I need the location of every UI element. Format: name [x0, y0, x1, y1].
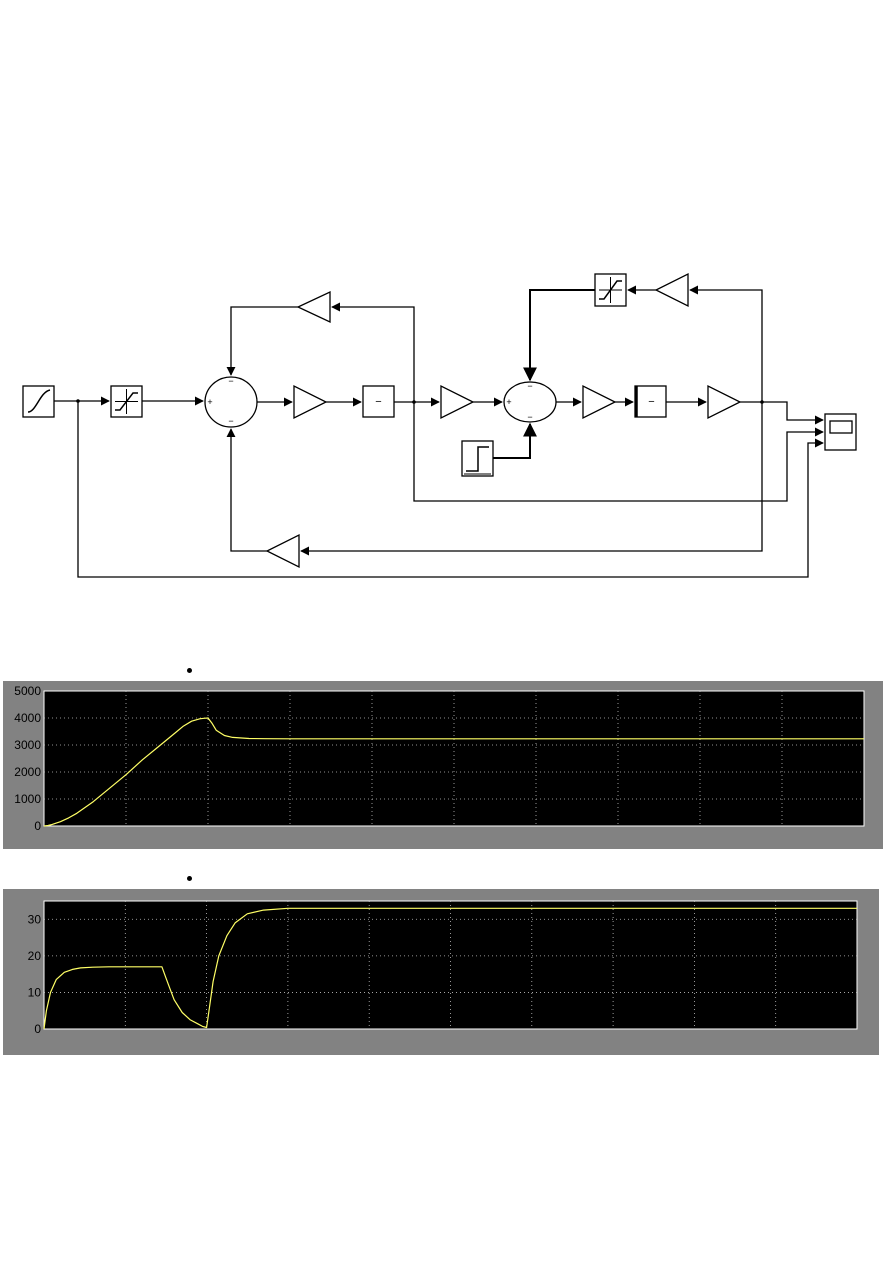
y-tick-label: 20 [28, 949, 42, 963]
y-tick-label: 2000 [14, 765, 41, 779]
y-tick-label: 4000 [14, 711, 41, 725]
integrator-1-label: − [375, 396, 381, 408]
inner-sum-sign-top: − [527, 381, 532, 391]
output-gain[interactable] [707, 384, 742, 420]
scope-block[interactable] [824, 413, 857, 451]
step-icon [466, 446, 489, 472]
bullet-marker [187, 876, 192, 881]
inner-sum-sign-bottom: − [527, 412, 532, 422]
outer-sum-sign-top: − [228, 376, 233, 386]
inner-gain-2[interactable] [582, 384, 617, 420]
position-feedback-gain[interactable] [265, 533, 300, 569]
inner-gain-1[interactable] [440, 384, 475, 420]
ramp-source-block[interactable] [22, 385, 55, 418]
y-tick-label: 0 [34, 1022, 41, 1036]
series-line [43, 717, 864, 827]
current-chart: 30 20 10 0 [28, 900, 858, 1036]
y-tick-label: 3000 [14, 738, 41, 752]
block-diagram: + − − + − − − − [22, 272, 857, 578]
y-tick-label: 5000 [14, 684, 41, 698]
outer-sum-sign-bottom: − [228, 416, 233, 426]
y-tick-label: 30 [28, 912, 42, 926]
speed-limit-saturation-block[interactable] [110, 385, 143, 418]
scope-plot-speed: 5000 4000 3000 2000 1000 0 [3, 681, 883, 849]
y-tick-label: 0 [34, 819, 41, 833]
speed-chart: 5000 4000 3000 2000 1000 0 [14, 684, 865, 833]
y-tick-label: 1000 [14, 792, 41, 806]
step-source-block[interactable] [461, 440, 494, 477]
speed-controller-gain[interactable] [293, 384, 328, 420]
series-line [43, 907, 857, 1030]
current-feedback-gain[interactable] [654, 272, 689, 308]
scope-icon [829, 420, 853, 434]
inner-sum-sign-left: + [506, 397, 511, 407]
speed-feedback-gain[interactable] [296, 290, 331, 324]
integrator-block-2[interactable] [634, 385, 667, 418]
junction-dots [76, 399, 764, 404]
scope-plot-current: 30 20 10 0 [3, 889, 879, 1055]
outer-sum-sign-left: + [207, 397, 212, 407]
y-tick-label: 10 [28, 985, 42, 999]
ramp-icon [27, 389, 51, 413]
integrator-2-label: − [648, 396, 654, 408]
signal-lines [54, 285, 824, 578]
bullet-marker [187, 668, 192, 673]
current-limit-saturation-block[interactable] [594, 273, 627, 307]
